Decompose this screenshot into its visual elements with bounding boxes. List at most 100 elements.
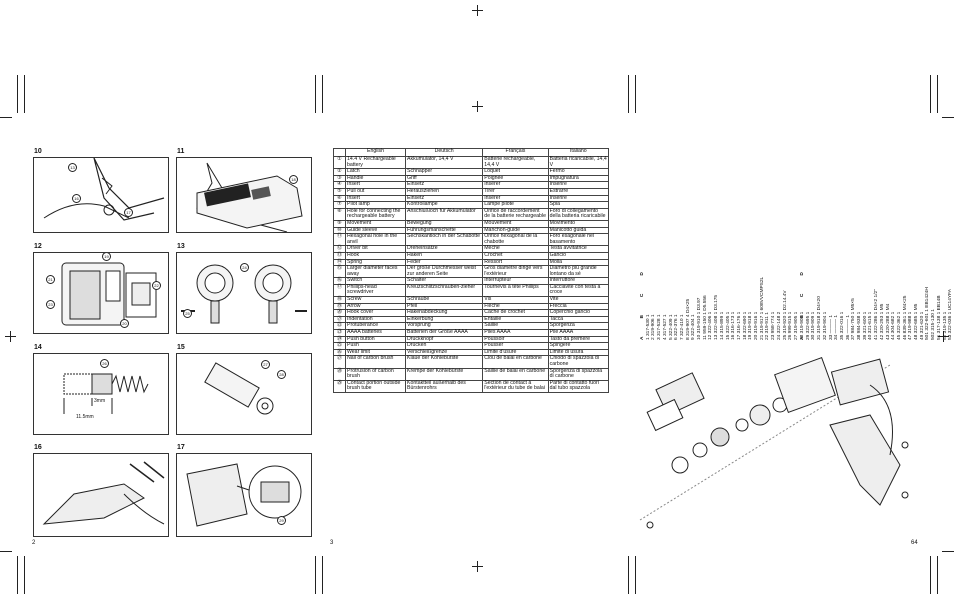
table-cell: Parte di contatto fuori dal tubo spazzol…	[547, 379, 610, 393]
table-cell: Gros diamètre dirigé vers l'extérieur	[482, 265, 549, 279]
dimension-label: 11.5mm	[76, 414, 94, 420]
table-cell: Sechskantloch in der Schabotte	[405, 233, 484, 247]
brush-contact-illustration	[186, 463, 302, 527]
brush-insertion-illustration	[204, 362, 274, 415]
figure-number: 16	[34, 444, 42, 451]
crop-mark	[937, 75, 938, 113]
parts-list-header: ABCD	[640, 254, 646, 340]
registration-mark-right-v	[943, 331, 944, 342]
callout: 13	[68, 163, 77, 172]
table-header-row: English Deutsch Français Italiano	[333, 148, 610, 157]
exploded-view-illustration	[639, 357, 909, 529]
table-cell: Saillie de balai en carbone	[482, 367, 549, 381]
figure-number: 13	[177, 243, 185, 250]
registration-mark-top-v	[477, 5, 478, 16]
screwdriver-cap-illustration	[42, 461, 165, 525]
table-cell: Kontaktteil außerhalb des Bürstenrohrs	[405, 379, 484, 393]
figure-number: 10	[34, 148, 42, 155]
crop-mark	[322, 75, 323, 113]
parts-list-header: ABCD	[800, 254, 806, 340]
crop-mark	[24, 556, 25, 594]
table-cell: Schraube	[405, 296, 484, 304]
carbon-brush-wear-illustration	[63, 373, 149, 414]
crop-mark	[322, 556, 323, 594]
row-number: ⑬	[333, 251, 346, 260]
callout: 23	[46, 300, 55, 309]
crop-mark	[628, 556, 629, 594]
crop-mark	[635, 75, 636, 113]
callout: 22	[152, 281, 161, 290]
table-cell: Batteria ricaricabile, 14,4 V	[547, 155, 610, 170]
table-cell: Orifice hexagonal de la chabotte	[482, 233, 549, 247]
crop-mark	[628, 75, 629, 113]
figure-16	[33, 453, 169, 537]
row-number: ㉘	[333, 367, 346, 381]
figure-15: 27 28	[176, 353, 312, 435]
table-cell: Hook	[344, 251, 407, 260]
table-cell: Cacciavite con testa a croce	[547, 283, 610, 298]
crop-mark	[24, 75, 25, 113]
parts-list-header-cell: B	[640, 315, 645, 319]
table-cell: Hole for connecting the rechargeable bat…	[344, 207, 407, 221]
page-number-right: 64	[911, 540, 918, 546]
tool-body-illustration	[196, 162, 303, 232]
table-cell: Contact portion outside brush tube	[344, 379, 407, 393]
crop-mark	[930, 75, 931, 113]
table-cell: Kreuzschlitzschrauben-zieher	[405, 283, 484, 298]
parts-list-header-cell: B	[800, 315, 805, 319]
figure-number: 17	[177, 444, 185, 451]
callout: 17	[124, 208, 133, 217]
table-cell: Tournevis à tête Phillips	[482, 283, 549, 298]
crop-mark	[17, 75, 18, 113]
table-cell: Chiodo di spazzola di carbone	[547, 355, 610, 369]
figure-11: 18	[176, 157, 312, 233]
figure-number: 14	[34, 344, 42, 351]
figure-10: 13 16 17	[33, 157, 169, 233]
table-cell: Larger diameter faces away	[344, 265, 407, 279]
table-cell: Phillips-head screwdriver	[344, 283, 407, 298]
callout: 25	[183, 309, 192, 318]
exploded-view-diagram	[630, 345, 930, 535]
crop-mark	[0, 551, 12, 552]
figure-12: 19 20 21 22 23	[33, 252, 169, 334]
registration-mark-left-v	[10, 331, 11, 342]
crop-mark	[937, 556, 938, 594]
row-number: ⑮	[333, 265, 346, 279]
crop-mark	[942, 117, 954, 118]
row-number: ㉗	[333, 355, 346, 369]
crop-mark	[942, 551, 954, 552]
row-number: ①	[333, 155, 346, 170]
crop-mark	[0, 117, 12, 118]
table-cell: Sporgenza di spazzola di carbone	[547, 367, 610, 381]
figure-number: 11	[177, 148, 185, 155]
table-cell: Diametro più grande lontano da sé	[547, 265, 610, 279]
table-cell: 14.4 V Rechargeable battery	[344, 155, 407, 170]
table-cell: Krempe der Kohlebürste	[405, 367, 484, 381]
table-cell: Foro esagonale nel basamento	[547, 233, 610, 247]
crop-mark	[930, 556, 931, 594]
table-cell: Protrusion of carbon brush	[344, 367, 407, 381]
table-cell: Haken	[405, 251, 484, 260]
callout: 21	[46, 275, 55, 284]
table-cell: Clou de balai en carbone	[482, 355, 549, 369]
tool-release-illustration	[43, 158, 165, 221]
parts-list-header-cell: D	[800, 272, 805, 276]
